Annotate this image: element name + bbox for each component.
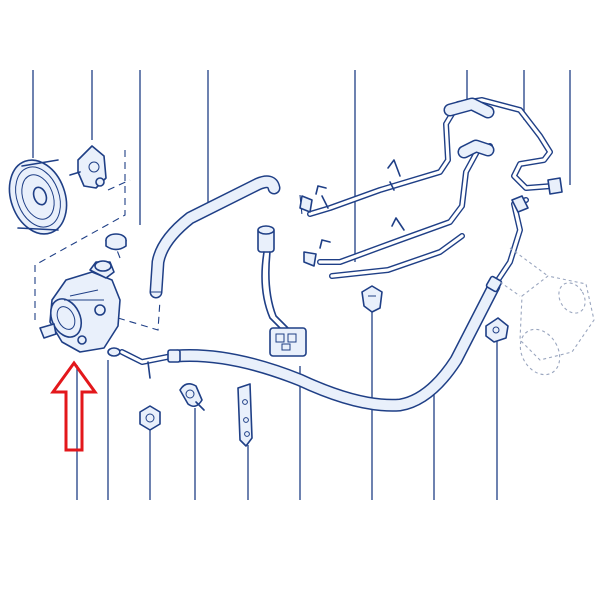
pressure-switch-harness xyxy=(257,225,307,357)
nut xyxy=(139,405,161,431)
sealing-washer xyxy=(107,347,121,357)
guide-line xyxy=(107,179,131,191)
guide-line xyxy=(299,194,303,216)
power-steering-pump xyxy=(39,260,121,353)
callout-lines-top xyxy=(32,70,571,262)
highlight-arrow xyxy=(50,360,98,452)
drive-pulley xyxy=(8,159,68,235)
pressure-hose xyxy=(119,197,529,412)
pipe-clip xyxy=(179,382,205,411)
steering-rack-ghost xyxy=(499,247,595,376)
exploded-guide-lines xyxy=(34,150,303,331)
guide-line xyxy=(114,244,121,259)
pump-mounting-bracket xyxy=(69,145,107,189)
cooling-pipe-assembly xyxy=(299,97,563,279)
support-bracket xyxy=(237,383,253,447)
pipe-retaining-clip xyxy=(361,285,383,313)
guide-line xyxy=(117,299,161,331)
hose-clamp xyxy=(485,317,509,343)
guide-line xyxy=(34,150,126,320)
return-hose xyxy=(149,175,281,299)
callout-lines-bottom xyxy=(76,310,498,500)
reservoir-cap xyxy=(105,233,127,251)
